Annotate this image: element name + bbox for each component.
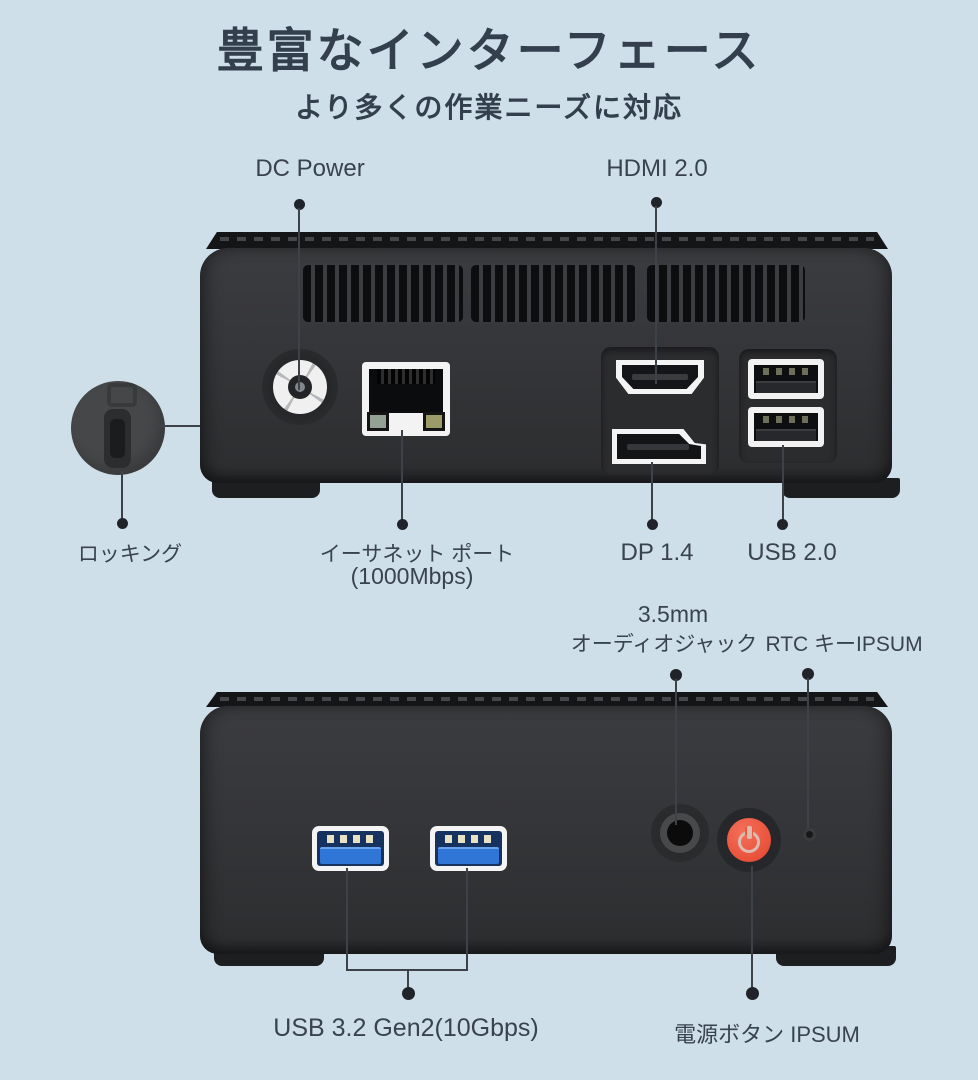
lid-vent-dashes (220, 697, 874, 701)
lock-slot-partial-icon (107, 383, 137, 407)
callout-dot-hdmi (651, 197, 662, 208)
callout-line-usb3-right (466, 868, 468, 971)
rear-top-lid (206, 232, 888, 249)
label-dc-power: DC Power (255, 155, 365, 182)
usb2-tongue (756, 429, 816, 441)
label-usb2: USB 2.0 (747, 539, 837, 566)
callout-dot-rtc (802, 668, 814, 680)
label-rtc: RTC キーIPSUM (765, 633, 923, 656)
ethernet-cavity (369, 369, 443, 413)
usb3-port-right-icon (430, 826, 507, 871)
usb3-tongue (438, 847, 499, 864)
callout-dot-usb3 (402, 987, 415, 1000)
usb3-tongue (320, 847, 381, 864)
callout-line-hdmi (655, 206, 657, 384)
label-ethernet-line2: (1000Mbps) (350, 563, 474, 589)
label-dp: DP 1.4 (620, 539, 694, 566)
displayport-slot (627, 444, 689, 450)
callout-line-dc (298, 208, 300, 390)
ethernet-led-left (367, 412, 389, 431)
callout-line-lock-v (121, 471, 123, 519)
callout-dot-dc (294, 199, 305, 210)
dc-jack-pin (295, 382, 305, 392)
callout-line-dp (651, 462, 653, 520)
mini-pc-rear-view (200, 248, 892, 483)
lock-slot-magnifier (71, 381, 165, 475)
lid-vent-dashes (220, 237, 874, 241)
callout-dot-power (746, 987, 759, 1000)
callout-line-audio (675, 679, 677, 825)
usb2-port-lower-icon (748, 407, 824, 447)
usb2-port-upper-icon (748, 359, 824, 399)
callout-line-usb3-stub (407, 969, 409, 989)
usb2-pins (763, 416, 809, 423)
label-hdmi: HDMI 2.0 (606, 155, 708, 182)
page-subtitle: より多くの作業ニーズに対応 (294, 92, 684, 123)
ethernet-rj45-icon (362, 362, 450, 436)
callout-line-ethernet (401, 430, 403, 520)
label-locking: ロッキング (77, 543, 183, 566)
usb3-cavity (435, 831, 502, 866)
lock-slot-opening (110, 419, 125, 458)
page-title: 豊富なインターフェース (216, 24, 762, 77)
vent-grille-2 (471, 265, 636, 322)
callout-dot-usb2 (777, 519, 788, 530)
mini-pc-front-view (200, 706, 892, 954)
callout-line-power (751, 866, 753, 988)
callout-dot-dp (647, 519, 658, 530)
rtc-pinhole-icon (806, 831, 813, 838)
usb2-port-panel (739, 349, 837, 463)
label-audio-line2: オーディオジャック (570, 633, 758, 656)
callout-dot-ethernet (397, 519, 408, 530)
usb2-pins (763, 368, 809, 375)
usb3-pins (327, 835, 374, 843)
front-top-lid (206, 692, 888, 707)
callout-line-usb3-left (346, 868, 348, 971)
usb3-port-left-icon (312, 826, 389, 871)
vent-grille-3 (647, 265, 805, 322)
usb3-cavity (317, 831, 384, 866)
usb2-tongue (756, 381, 816, 393)
usb3-pins (445, 835, 492, 843)
audio-jack-hole (667, 820, 693, 846)
power-button (727, 818, 771, 862)
callout-line-lock-h (152, 425, 204, 427)
label-power: 電源ボタン IPSUM (674, 1022, 860, 1047)
rear-foot-right (782, 478, 900, 498)
hdmi-slot (632, 374, 688, 380)
label-usb3: USB 3.2 Gen2(10Gbps) (273, 1014, 539, 1042)
callout-line-rtc (807, 678, 809, 828)
rear-foot-left (212, 478, 320, 498)
label-audio-line1: 3.5mm (637, 601, 709, 627)
ethernet-pins (377, 369, 435, 384)
callout-dot-audio (670, 669, 682, 681)
callout-dot-lock (117, 518, 128, 529)
video-port-panel (601, 347, 719, 475)
vent-grille-1 (303, 265, 463, 322)
callout-line-usb2 (782, 445, 784, 520)
power-icon-bar (746, 826, 752, 839)
label-ethernet-line1: イーサネット ポート (319, 543, 515, 566)
ethernet-led-right (423, 412, 445, 431)
